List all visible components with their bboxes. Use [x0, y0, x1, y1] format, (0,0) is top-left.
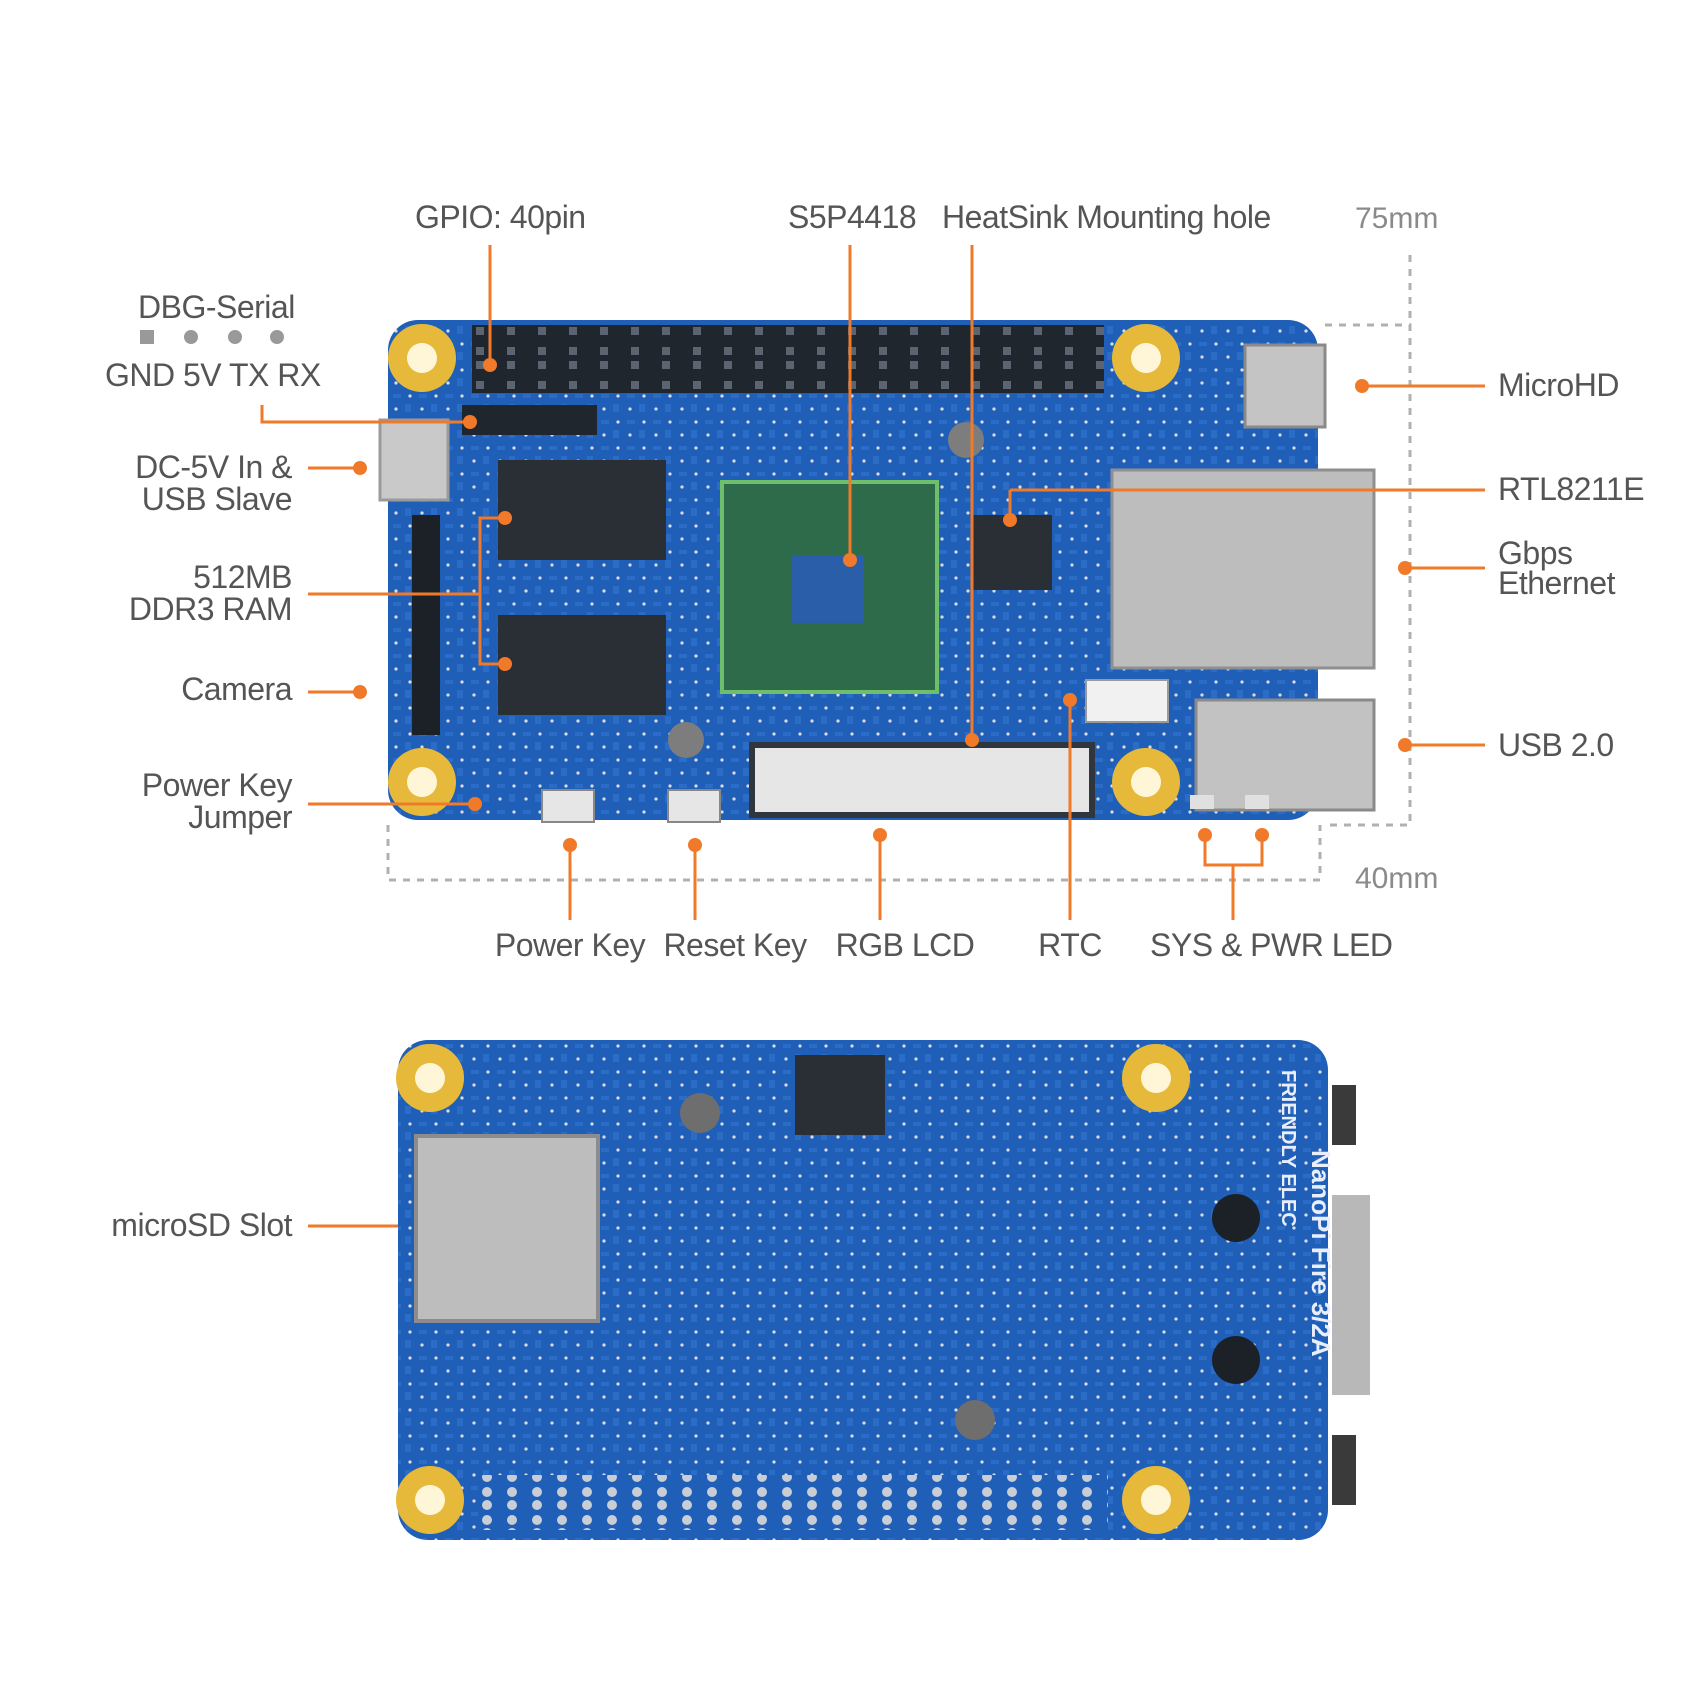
label-rtc: RTC	[1038, 927, 1102, 963]
label-power-jumper-1: Power Key	[141, 767, 293, 803]
label-dc-in-2: USB Slave	[141, 481, 293, 517]
label-eth-2: Ethernet	[1498, 565, 1615, 601]
hdmi-edge	[1332, 1085, 1356, 1145]
micro-usb-port	[378, 418, 450, 502]
label-ram-2: DDR3 RAM	[128, 591, 293, 627]
rtc-connector	[1085, 679, 1169, 723]
sys-led	[1190, 795, 1214, 809]
heatsink-hole-1	[948, 422, 984, 458]
label-dim-width: 75mm	[1355, 202, 1439, 235]
lcd-connector	[749, 742, 1095, 818]
rj45-peg-2	[1212, 1336, 1260, 1384]
camera-connector	[412, 515, 440, 735]
label-power-jumper-2: Jumper	[188, 799, 292, 835]
top-mounting-holes	[388, 324, 1180, 816]
label-led: SYS & PWR LED	[1150, 927, 1393, 963]
heatsink-hole-2	[668, 722, 704, 758]
ethernet-edge	[1332, 1195, 1370, 1395]
bottom-heatsink-hole-1	[680, 1093, 720, 1133]
microsd-slot	[414, 1134, 600, 1323]
ram-chip-1	[498, 460, 666, 560]
dimension-lines	[386, 255, 1412, 882]
label-soc: S5P4418	[788, 199, 917, 235]
label-heatsink: HeatSink Mounting hole	[942, 199, 1271, 235]
label-microsd: microSD Slot	[111, 1207, 292, 1243]
silk-brand: FRIENDLY ELEC	[1277, 1070, 1299, 1227]
reset-key-switch	[667, 789, 721, 823]
bottom-mounting-holes	[396, 1044, 1190, 1534]
pwr-led	[1245, 795, 1269, 809]
bottom-board: FRIENDLY ELEC NanoPi Fire 3/2A	[396, 1040, 1370, 1540]
label-dbg-serial: DBG-Serial	[138, 289, 295, 325]
label-power-key: Power Key	[494, 927, 646, 963]
rj45-peg-1	[1212, 1194, 1260, 1242]
label-camera: Camera	[181, 671, 292, 707]
silk-model: NanoPi Fire 3/2A	[1306, 1150, 1336, 1357]
rtl-chip	[972, 515, 1052, 590]
label-rgb-lcd: RGB LCD	[835, 927, 975, 963]
debug-header	[462, 405, 597, 435]
bottom-heatsink-hole-2	[955, 1400, 995, 1440]
ethernet-jack	[1110, 468, 1376, 670]
gpio-pads	[478, 1475, 1108, 1530]
label-dc-in-1: DC-5V In &	[135, 449, 292, 485]
label-eth-1: Gbps	[1498, 535, 1573, 571]
callout-dots	[353, 358, 1412, 1233]
label-ram-1: 512MB	[193, 559, 292, 595]
usb-edge	[1332, 1435, 1356, 1505]
label-usb: USB 2.0	[1498, 727, 1614, 763]
label-gpio: GPIO: 40pin	[415, 199, 586, 235]
label-rtl: RTL8211E	[1498, 471, 1645, 507]
top-board	[378, 320, 1376, 823]
dbg-pin-markers	[140, 330, 300, 350]
usb-port	[1194, 698, 1376, 812]
label-reset-key: Reset Key	[663, 927, 807, 963]
micro-hdmi-port	[1243, 343, 1327, 429]
label-dim-height: 40mm	[1355, 862, 1439, 895]
ram-chip-2	[498, 615, 666, 715]
power-key-switch	[541, 789, 595, 823]
bottom-pcb	[398, 1040, 1328, 1540]
label-microhd: MicroHD	[1498, 367, 1619, 403]
label-dbg-pins: GND 5V TX RX	[105, 357, 321, 393]
gpio-header	[472, 325, 1104, 393]
bottom-chip	[795, 1055, 885, 1135]
